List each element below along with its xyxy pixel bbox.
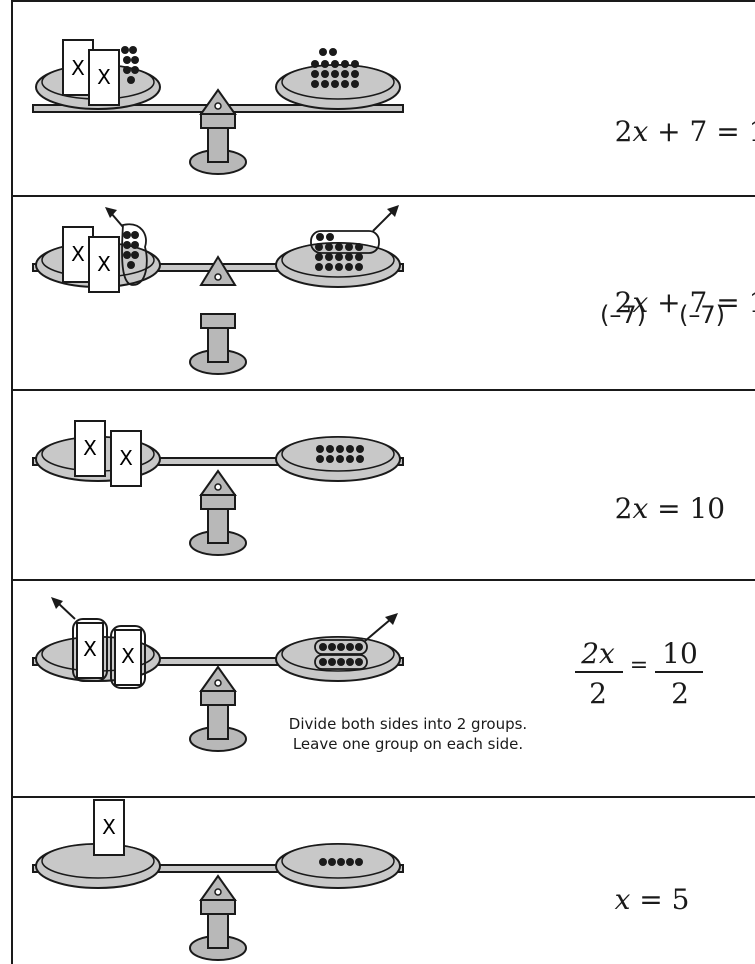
step-row-2: X X 2x + 7 = 17 (–7) (–7) (11, 197, 755, 391)
right-numerator: 10 (662, 637, 698, 670)
svg-text:X: X (97, 252, 111, 276)
left-denominator: 2 (589, 677, 607, 710)
step-row-3: X X 2x = 10 (11, 391, 755, 581)
equals-sign: = (629, 653, 649, 678)
equation: 2x + 7 = 17 (614, 115, 755, 148)
step-row-5: X x = 5 (11, 798, 755, 964)
caption-line-2: Leave one group on each side. (292, 735, 524, 753)
step-row-1: X X 2x + 7 = 17 (11, 0, 755, 197)
equation: 2x + 7 = 17 (614, 286, 755, 319)
svg-text:X: X (83, 436, 97, 460)
balance-scale-illustration: X X (32, 420, 404, 556)
right-pan (275, 64, 401, 110)
svg-text:X: X (102, 815, 116, 839)
equation: x = 5 (614, 883, 690, 916)
step-row-4: X X 2x 2 = 10 2 Divide both sides into 2… (11, 581, 755, 798)
instruction-caption: Divide both sides into 2 groups. Leave o… (253, 714, 563, 754)
balance-scale-illustration: X X (32, 597, 404, 752)
balance-scale-illustration: X X (32, 39, 404, 175)
x-block: X (88, 49, 120, 106)
svg-text:X: X (71, 242, 85, 266)
counters-left (121, 46, 139, 84)
balance-scale-illustration: X (32, 799, 404, 961)
left-numerator: 2x (581, 637, 615, 670)
left-fraction-bar (575, 671, 623, 673)
svg-text:X: X (121, 644, 135, 668)
counters-right (311, 48, 359, 88)
balance-scale-illustration: X X (32, 205, 404, 375)
right-fraction-bar (655, 671, 703, 673)
svg-text:X: X (119, 446, 133, 470)
svg-text:X: X (83, 637, 97, 661)
x-block-label: X (97, 65, 111, 89)
subtract-left-label: (–7) (600, 301, 646, 329)
right-denominator: 2 (671, 677, 689, 710)
x-block-label: X (71, 56, 85, 80)
caption-line-1: Divide both sides into 2 groups. (288, 715, 528, 733)
equation: 2x = 10 (614, 492, 726, 525)
subtract-right-label: (–7) (679, 301, 725, 329)
